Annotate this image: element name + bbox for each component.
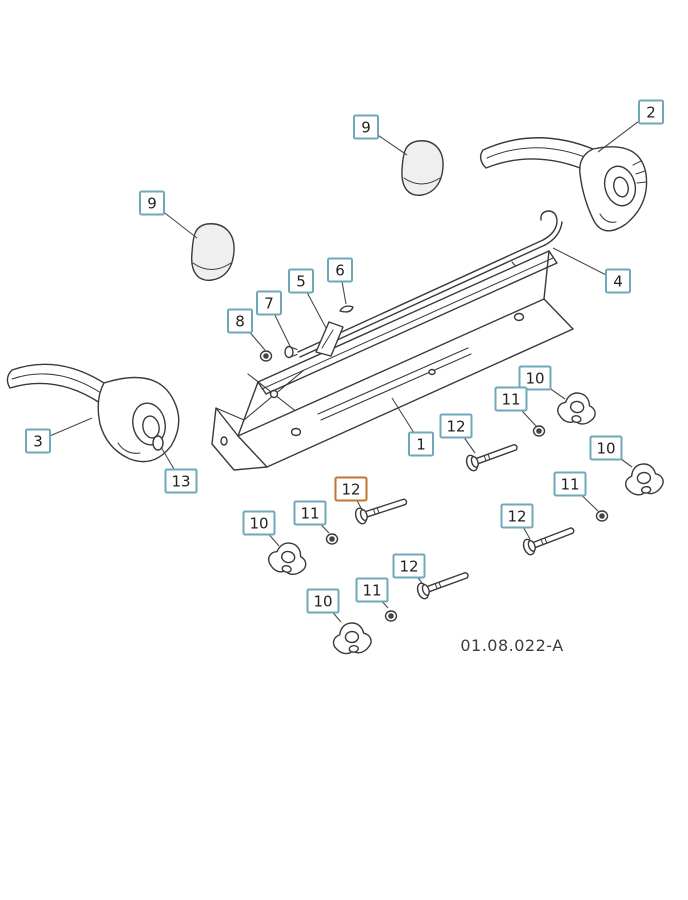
callout-6[interactable]: 6 [327,257,353,283]
callout-3[interactable]: 3 [25,428,51,454]
callout-number: 11 [362,582,381,600]
callout-box[interactable] [494,386,528,412]
callout-box[interactable] [518,365,552,391]
callout-5[interactable]: 5 [288,268,314,294]
part-9-knob-cap-top [401,140,444,196]
callout-box[interactable] [25,428,51,454]
callout-11[interactable]: 11 [293,500,327,526]
callout-8[interactable]: 8 [227,308,253,334]
callout-box[interactable] [227,308,253,334]
callout-box[interactable] [327,257,353,283]
callout-number: 9 [147,195,157,213]
callout-number: 1 [416,436,426,454]
callout-box[interactable] [139,190,165,216]
callout-number: 3 [33,433,43,451]
part-11-nut [595,510,609,522]
callout-number: 8 [235,313,245,331]
part-8-nut [259,350,273,362]
part-9-knob-cap-left [191,223,235,281]
callout-9[interactable]: 9 [139,190,165,216]
part-10-star-knob [555,389,599,427]
callout-11[interactable]: 11 [355,577,389,603]
callout-box[interactable] [553,471,587,497]
callout-number: 6 [335,262,345,280]
callout-11[interactable]: 11 [494,386,528,412]
callout-9[interactable]: 9 [353,114,379,140]
callout-10[interactable]: 10 [242,510,276,536]
callout-box[interactable] [288,268,314,294]
callout-box[interactable] [392,553,426,579]
part-1-rail-assembly [211,250,574,471]
part-11-nut [532,425,546,437]
part-11-nut [325,533,339,545]
part-10-star-knob [265,538,311,578]
callout-11[interactable]: 11 [553,471,587,497]
callout-box[interactable] [605,268,631,294]
callout-number: 12 [507,508,526,526]
part-7-spacer [284,345,298,359]
callout-10[interactable]: 10 [518,365,552,391]
callout-4[interactable]: 4 [605,268,631,294]
callout-number: 11 [300,505,319,523]
callout-number: 7 [264,295,274,313]
callout-labels: 2 9 9 4 6 5 7 8 3 13 1 10 11 12 10 11 12 12 11 10 12 11 10 [25,99,664,614]
callout-box[interactable] [242,510,276,536]
callout-box[interactable] [293,500,327,526]
callout-12[interactable]: 12 [392,553,426,579]
callout-1[interactable]: 1 [408,431,434,457]
callout-number: 11 [501,391,520,409]
callout-number: 5 [296,273,306,291]
callout-2[interactable]: 2 [638,99,664,125]
callout-number: 2 [646,104,656,122]
callout-number: 10 [596,440,615,458]
part-2-right-lever [479,137,648,232]
callout-number: 10 [525,370,544,388]
callout-number: 12 [341,481,360,499]
callout-box[interactable] [408,431,434,457]
callout-13[interactable]: 13 [164,468,198,494]
callout-number: 10 [249,515,268,533]
callout-number: 11 [560,476,579,494]
callout-box[interactable] [164,468,198,494]
part-11-nut [384,610,398,622]
leader-lines [37,111,652,623]
part-12-bolt [463,438,521,473]
callout-number: 12 [399,558,418,576]
callout-box[interactable] [589,435,623,461]
part-13-lever-bushing [152,435,164,451]
callout-7[interactable]: 7 [256,290,282,316]
part-10-star-knob [331,621,373,656]
callout-12[interactable]: 12 [439,413,473,439]
callout-number: 9 [361,119,371,137]
callout-12[interactable]: 12 [334,476,368,502]
callout-box[interactable] [256,290,282,316]
part-6-clip [339,305,354,313]
callout-box[interactable] [306,588,340,614]
callout-box[interactable] [439,413,473,439]
callout-number: 12 [446,418,465,436]
part-10-star-knob [623,461,665,497]
callout-box[interactable] [355,577,389,603]
callout-10[interactable]: 10 [306,588,340,614]
drawing-code: 01.08.022-A [460,636,563,655]
callout-number: 10 [313,593,332,611]
callout-box[interactable] [638,99,664,125]
callout-box[interactable] [500,503,534,529]
callout-number: 4 [613,273,623,291]
callout-12[interactable]: 12 [500,503,534,529]
callout-10[interactable]: 10 [589,435,623,461]
callout-box[interactable] [353,114,379,140]
callout-box-highlighted[interactable] [334,476,368,502]
callout-number: 13 [171,473,190,491]
